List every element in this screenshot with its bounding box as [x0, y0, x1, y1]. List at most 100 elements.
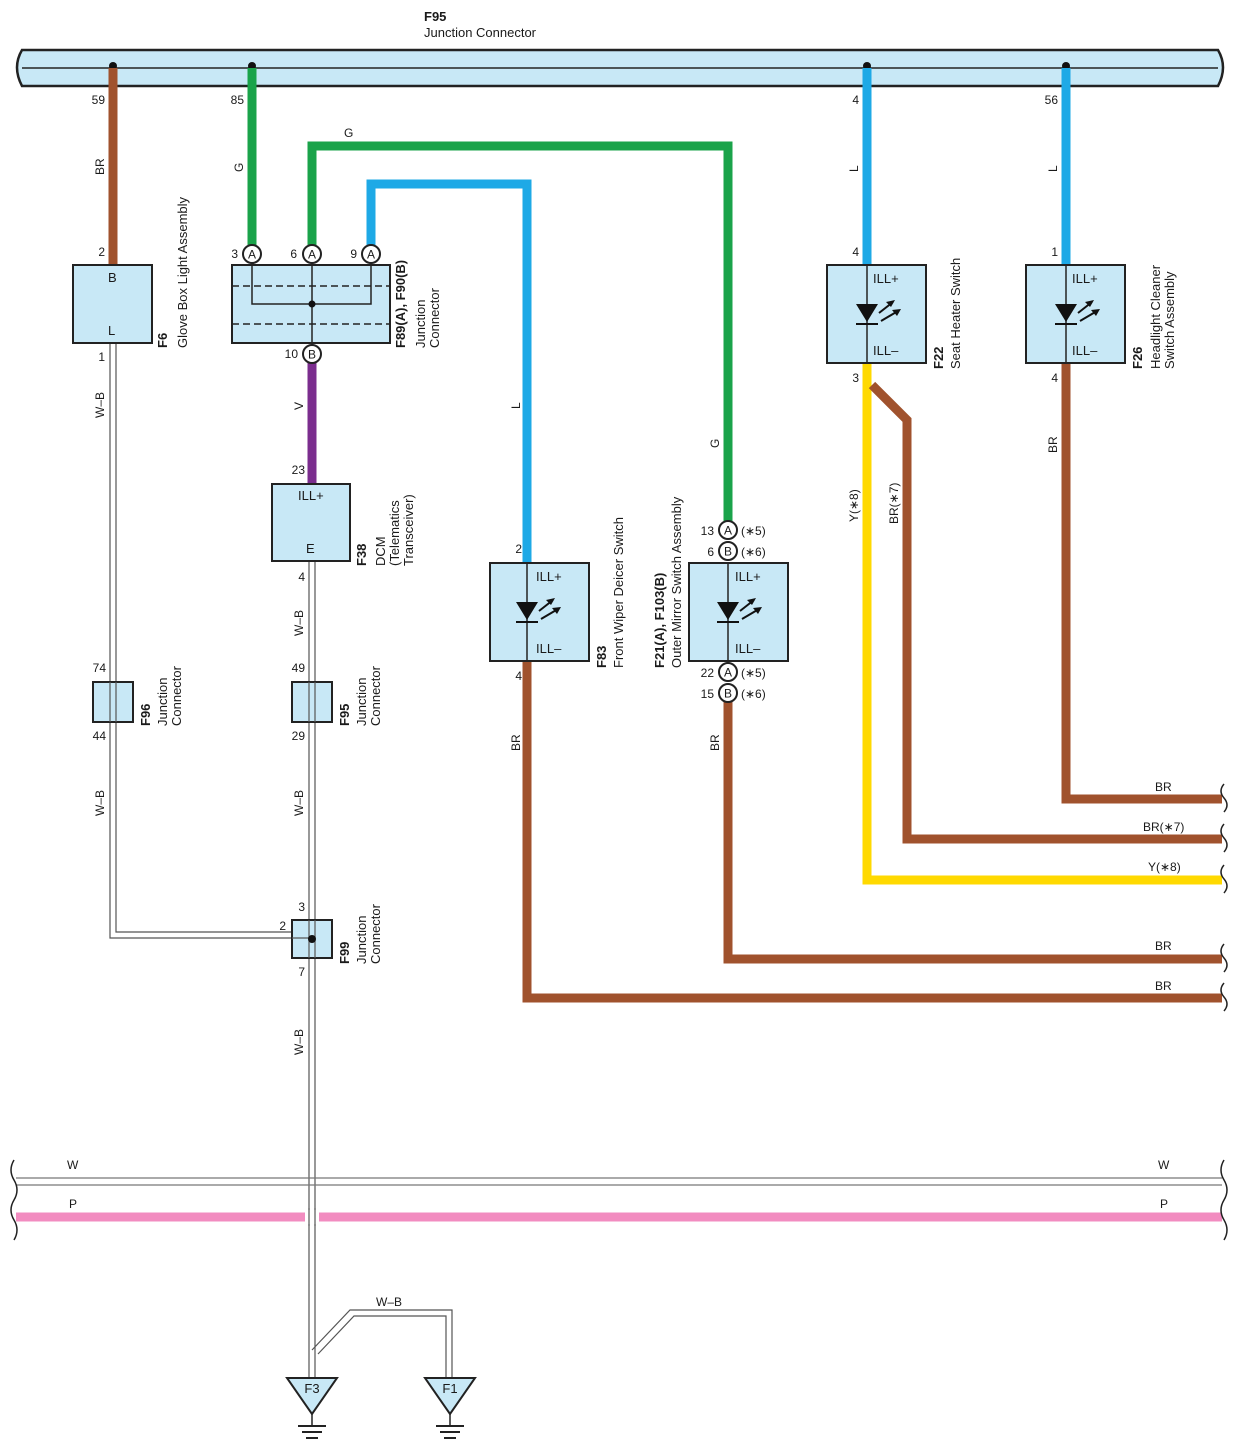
f96-code: F96	[138, 704, 153, 726]
wire-label: W–B	[93, 392, 107, 418]
pin-number: 2	[515, 542, 522, 556]
connector-marker-a: A	[718, 662, 738, 682]
wire-label: W	[1158, 1158, 1170, 1172]
ground-label: F3	[304, 1381, 319, 1396]
f89-name: Connector	[427, 287, 442, 348]
f6-code: F6	[155, 333, 170, 348]
wire-label: W–B	[292, 1029, 306, 1055]
pin-number: 85	[231, 93, 245, 107]
pin-number: 29	[292, 729, 306, 743]
f95-code: F95	[337, 704, 352, 726]
wire-g-loop	[307, 141, 733, 522]
wire-label: L	[847, 165, 861, 172]
terminal-label: ILL+	[873, 271, 899, 286]
svg-text:A: A	[367, 248, 375, 262]
svg-text:B: B	[724, 545, 732, 559]
f21-name: Outer Mirror Switch Assembly	[669, 496, 684, 668]
wire-label: W	[67, 1158, 79, 1172]
f89-code: F89(A), F90(B)	[393, 260, 408, 348]
f99-name: Junction	[354, 916, 369, 964]
wire-label: BR(∗7)	[1143, 820, 1184, 834]
f99-splice	[308, 935, 316, 943]
wire-label: BR	[509, 734, 523, 751]
pin-number: 4	[298, 570, 305, 584]
terminal-label: ILL–	[735, 641, 761, 656]
f83-code: F83	[594, 646, 609, 668]
wire-l-loop	[366, 179, 532, 563]
wire-label: G	[708, 439, 722, 448]
f21-code: F21(A), F103(B)	[652, 573, 667, 668]
terminal-label: ILL–	[873, 343, 899, 358]
wire-label: BR	[1155, 939, 1172, 953]
terminal-label: ILL+	[536, 569, 562, 584]
terminal-label: ILL–	[536, 641, 562, 656]
wire-label: Y(∗8)	[1148, 860, 1181, 874]
pin-number: 1	[1051, 245, 1058, 259]
wire-label: BR	[1046, 436, 1060, 453]
wire-br	[1061, 363, 1222, 804]
wire-label: W–B	[292, 610, 306, 636]
wire-label: V	[292, 402, 306, 410]
f95-junction-connector	[291, 681, 333, 723]
led-icon	[516, 563, 561, 661]
f95-name: Connector	[368, 665, 383, 726]
pin-numbers: 59 85 4 56 2 1 3 6 9 10 23 4 4 3 1 4 2 4…	[92, 93, 1059, 979]
pin-number: 3	[231, 247, 238, 261]
f38-name: Transceiver)	[401, 494, 416, 566]
f38-dcm	[271, 483, 351, 562]
f96-name: Connector	[169, 665, 184, 726]
connector-marker-a: A	[242, 244, 262, 264]
pin-number: 2	[279, 919, 286, 933]
f38-code: F38	[354, 544, 369, 566]
terminal-label: ILL–	[1072, 343, 1098, 358]
pin-number: 7	[298, 965, 305, 979]
f99-name: Connector	[368, 903, 383, 964]
wire-label: BR	[93, 158, 107, 175]
variant-note: (∗5)	[741, 666, 766, 680]
svg-text:A: A	[248, 248, 256, 262]
terminal-label: B	[108, 270, 117, 285]
pin-number: 44	[93, 729, 107, 743]
ground-f3: F3	[285, 1377, 339, 1439]
f26-code: F26	[1130, 347, 1145, 369]
svg-text:A: A	[724, 524, 732, 538]
wire-label: W–B	[93, 790, 107, 816]
variant-note: (∗6)	[741, 687, 766, 701]
wire-br	[723, 702, 1222, 964]
connector-marker-a: A	[302, 244, 322, 264]
wire-label: W–B	[376, 1295, 402, 1309]
wire-label: P	[1160, 1197, 1168, 1211]
connector-marker-b: B	[302, 344, 322, 364]
pin-number: 74	[93, 661, 107, 675]
wire-w	[16, 1177, 1222, 1186]
ground-f1: F1	[423, 1377, 477, 1439]
wire-label: BR(∗7)	[887, 483, 901, 524]
connector-marker-b: B	[718, 541, 738, 561]
pin-number: 4	[852, 93, 859, 107]
pin-number: 3	[298, 900, 305, 914]
terminal-label: ILL+	[1072, 271, 1098, 286]
pin-number: 6	[707, 545, 714, 559]
pin-number: 6	[290, 247, 297, 261]
f26-name: Switch Assembly	[1162, 271, 1177, 369]
svg-text:B: B	[724, 687, 732, 701]
f26-name: Headlight Cleaner	[1148, 264, 1163, 369]
component-labels: F6 Glove Box Light Assembly F89(A), F90(…	[138, 196, 1177, 964]
wire-label: L	[1046, 165, 1060, 172]
f95-name: Junction	[354, 678, 369, 726]
f26-headlight-cleaner-switch	[1025, 264, 1126, 364]
variant-note: (∗5)	[741, 524, 766, 538]
f83-name: Front Wiper Deicer Switch	[611, 517, 626, 668]
pin-number: 13	[701, 524, 715, 538]
wire-label: L	[509, 402, 523, 409]
f6-connector	[72, 264, 153, 344]
pin-number: 1	[98, 350, 105, 364]
pin-number: 9	[350, 247, 357, 261]
svg-text:A: A	[724, 666, 732, 680]
wire-label: BR	[1155, 979, 1172, 993]
f38-name: (Telematics	[387, 500, 402, 566]
wire-label: G	[232, 163, 246, 172]
wire-label: P	[69, 1197, 77, 1211]
wire-color-labels: BR G G L L V L G W–B W–B W–B W–B W–B BR …	[67, 126, 1184, 1309]
wire-break-marks	[10, 783, 1228, 1241]
